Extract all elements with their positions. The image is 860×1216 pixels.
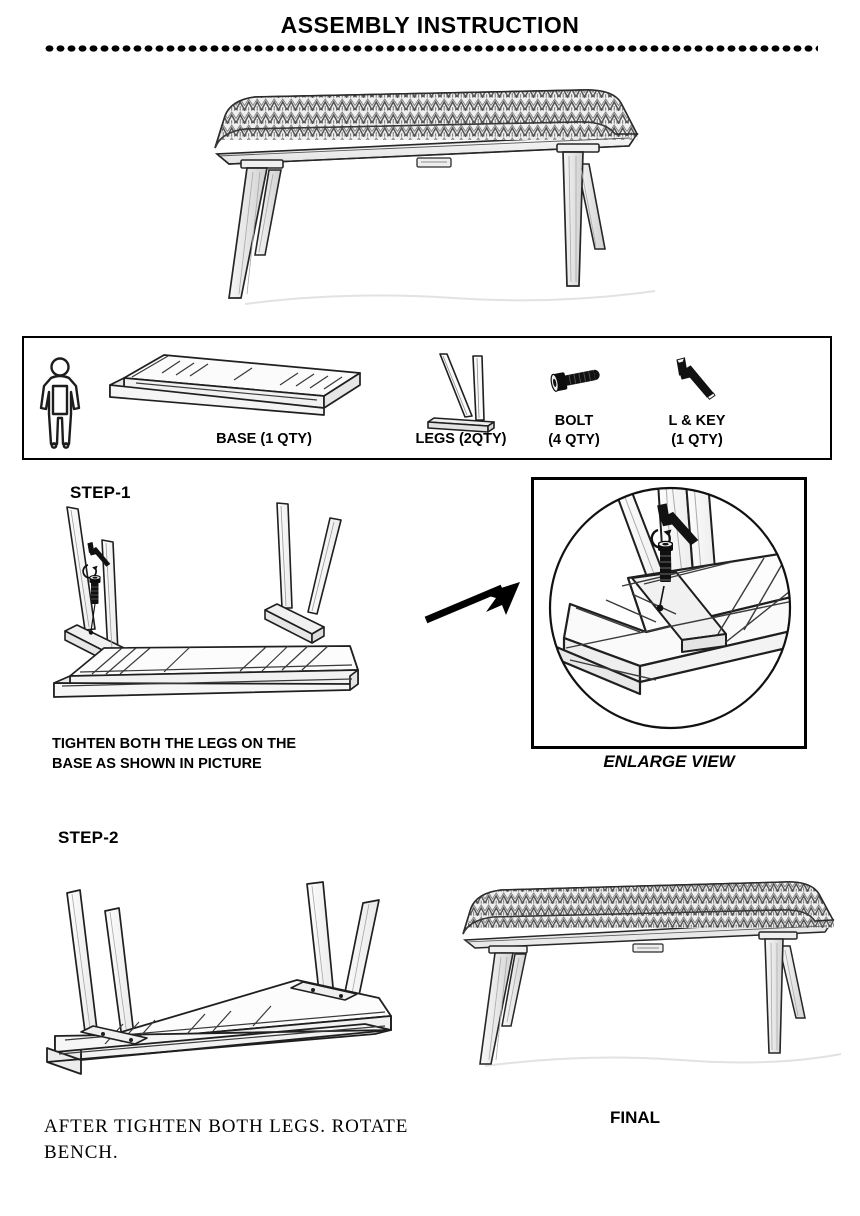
person-icon	[38, 356, 82, 449]
part-label-allen-key: L & KEY (1 QTY)	[668, 413, 726, 448]
final-bench-illustration	[455, 868, 845, 1083]
part-label-bolt: BOLT (4 QTY)	[548, 413, 600, 448]
step-2-heading: STEP-2	[58, 828, 119, 847]
bolt-icon	[545, 365, 601, 395]
step-1-illustration	[40, 498, 440, 713]
enlarge-view-box	[531, 477, 807, 749]
hero-bench-figure	[185, 72, 665, 317]
part-label-legs: LEGS (2QTY)	[415, 431, 507, 447]
step-1-caption: TIGHTEN BOTH THE LEGS ON THE BASE AS SHO…	[52, 736, 297, 772]
step-2-caption: AFTER TIGHTEN BOTH LEGS. ROTATE BENCH.	[44, 1116, 409, 1163]
enlarge-view-illustration	[536, 482, 804, 746]
arrow-to-enlarge-view-icon	[424, 578, 532, 626]
allen-key-icon	[671, 356, 719, 400]
part-label-base: BASE (1 QTY)	[216, 431, 312, 447]
step-1-heading: STEP-1	[70, 483, 131, 502]
parts-box: BASE (1 QTY) LEGS (2QTY) BOLT (4 QTY) L …	[22, 336, 832, 460]
base-panel-icon	[102, 352, 368, 430]
step-2-illustration	[35, 848, 455, 1088]
dotted-divider	[44, 44, 818, 53]
leg-pair-icon	[416, 352, 506, 434]
enlarge-view-label: ENLARGE VIEW	[603, 752, 735, 771]
page-title: ASSEMBLY INSTRUCTION	[280, 12, 580, 38]
final-label: FINAL	[609, 1108, 661, 1127]
